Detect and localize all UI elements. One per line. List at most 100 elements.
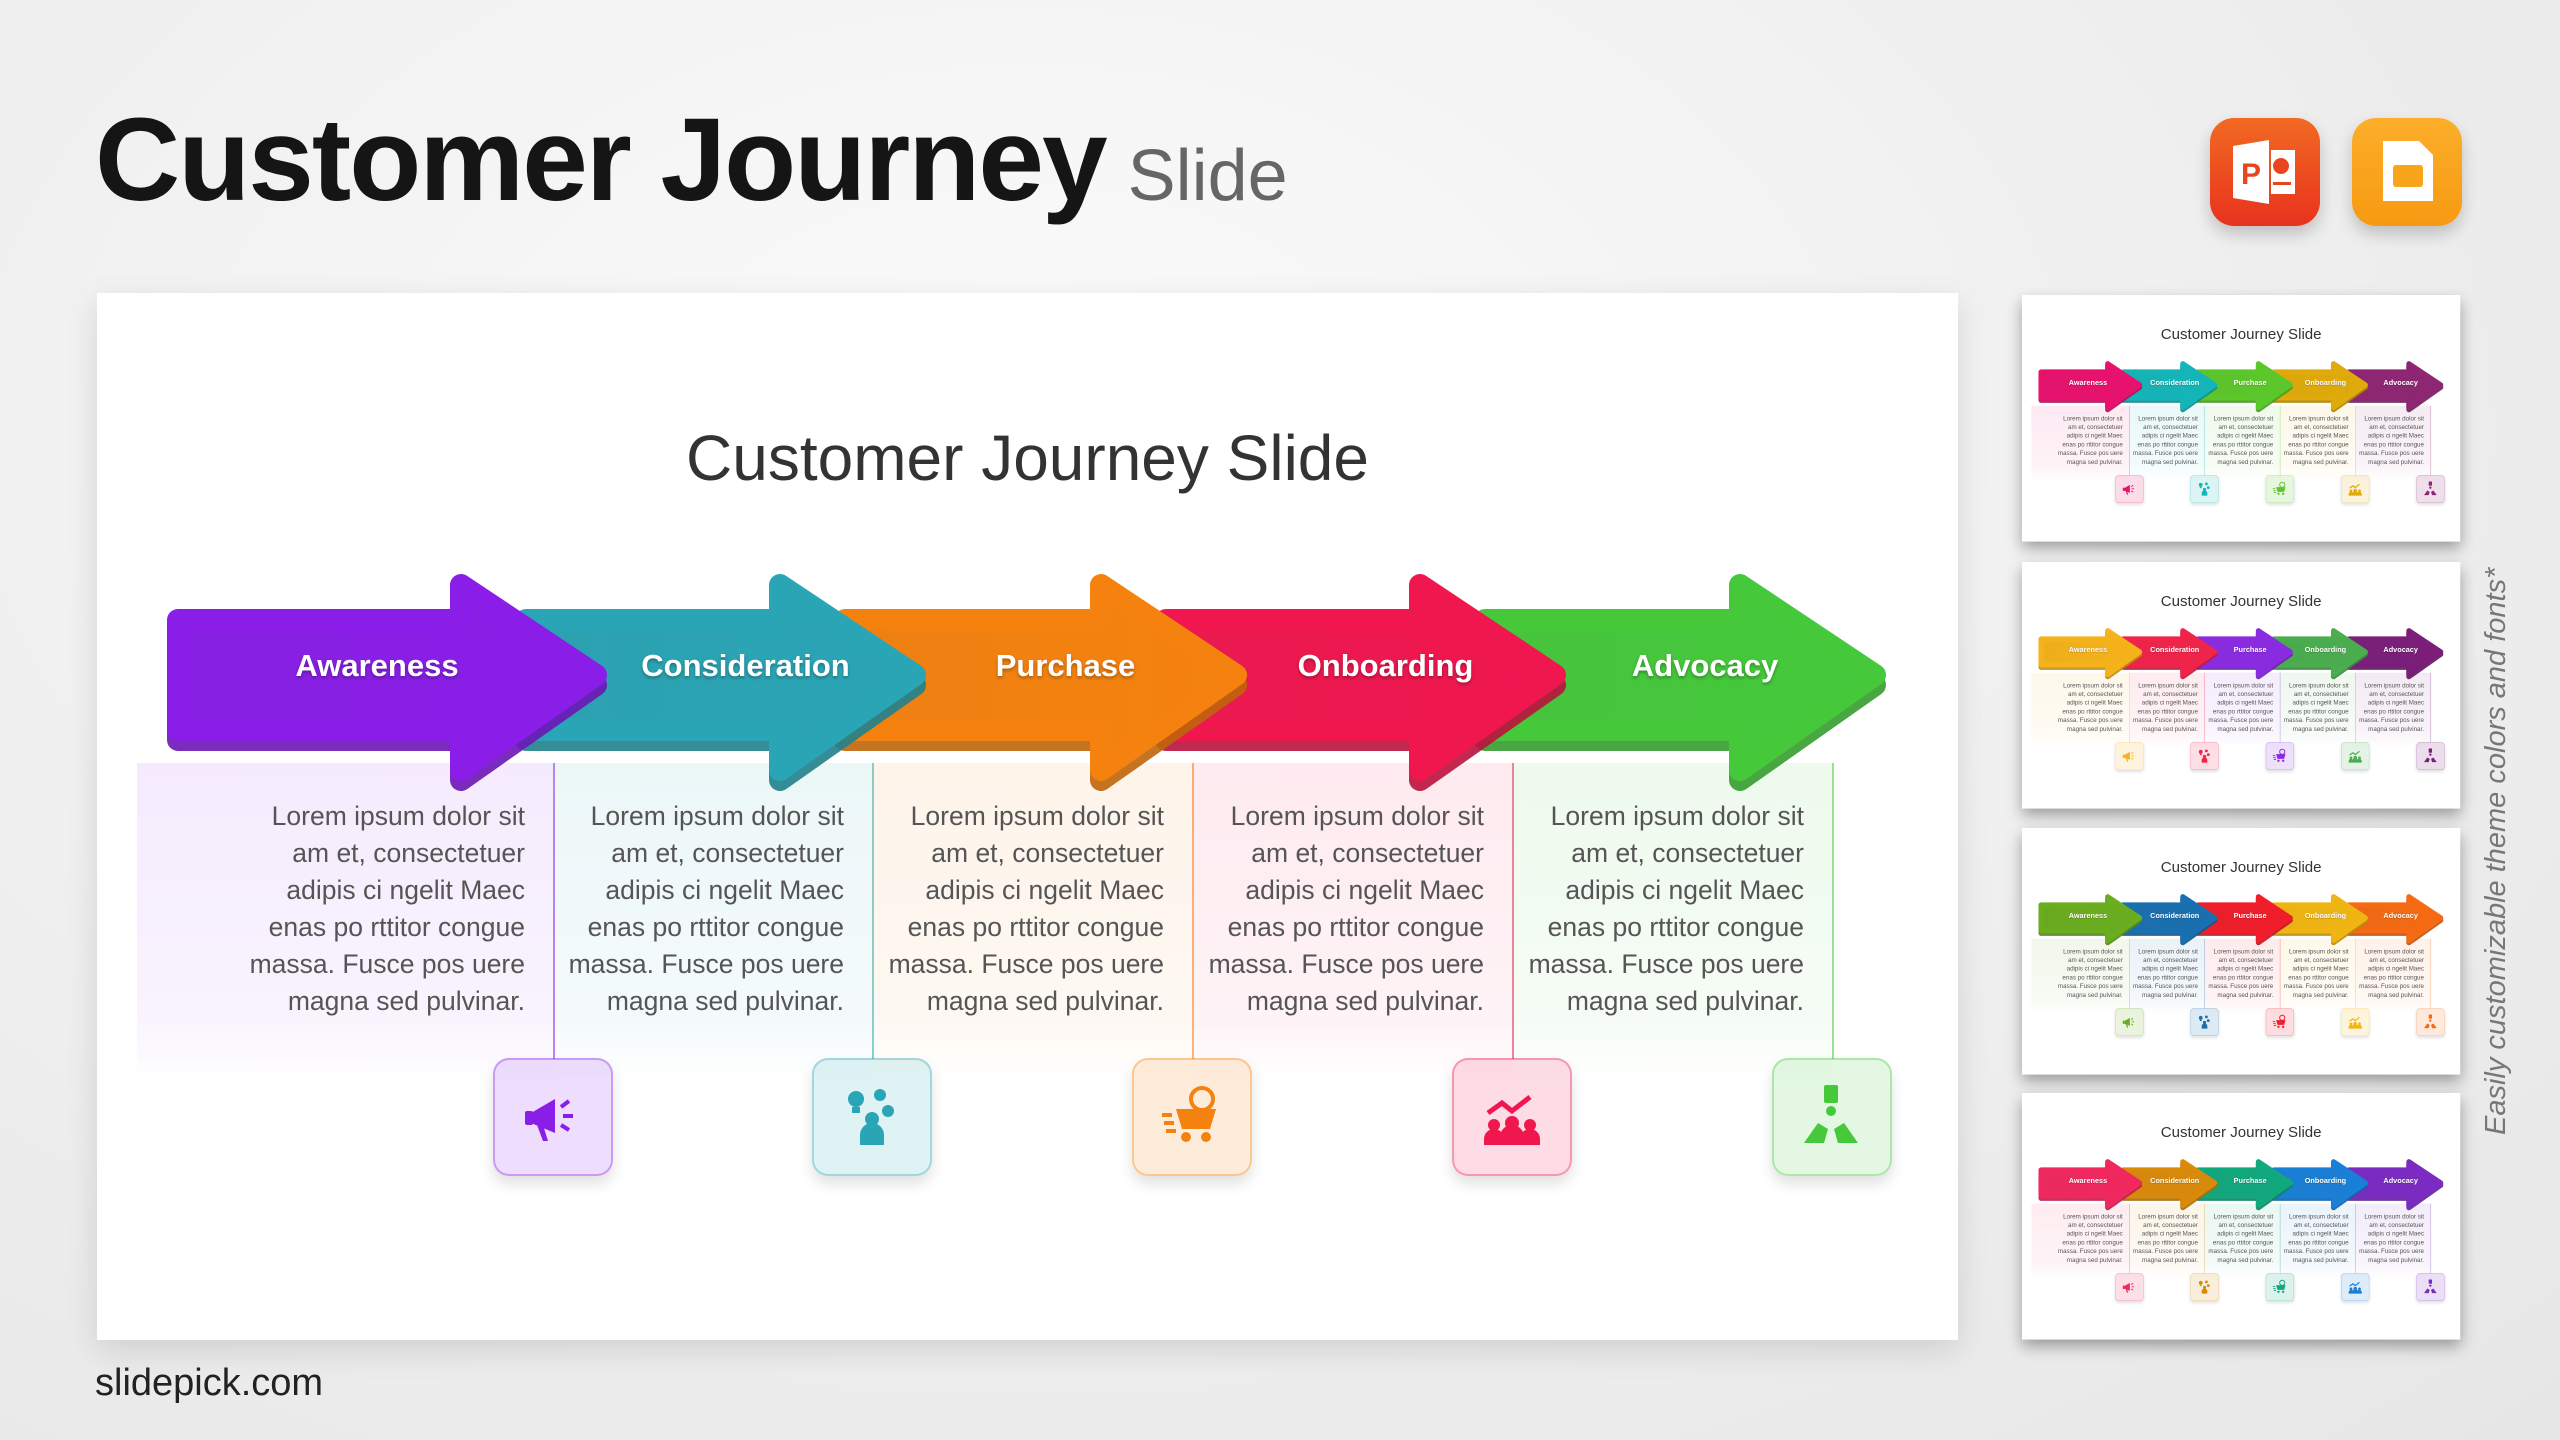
arrow-consideration (2120, 361, 2218, 413)
slide-title-bold: Customer Journey (2160, 858, 2284, 876)
column-background (2031, 1203, 2130, 1280)
arrow-advocacy (2346, 361, 2444, 413)
description-line: enas po rttitor congue (268, 912, 525, 942)
google-slides-icon[interactable] (2352, 118, 2462, 226)
description-line: Lorem ipsum dolor sit (2063, 1212, 2123, 1220)
powerpoint-icon[interactable]: P (2210, 118, 2320, 226)
description-line: massa. Fusce pos uere (2359, 716, 2424, 724)
column-background (872, 763, 1192, 1083)
arrow-body (2120, 361, 2218, 410)
description-line: massa. Fusce pos uere (2283, 449, 2349, 457)
description-line: am et, consectetuer (2143, 1221, 2198, 1229)
arrow-body (1474, 574, 1886, 781)
step-label-awareness: Awareness (2068, 1176, 2108, 1185)
slide-title: Customer Journey Slide (97, 421, 1958, 495)
arrow-body (2346, 1159, 2444, 1208)
arrow-consideration (2120, 628, 2218, 680)
step-icon-box (2115, 742, 2144, 770)
shopping-cart-clock-icon (2272, 1279, 2287, 1295)
step-icon-box (2190, 1273, 2219, 1301)
journey-arrows (2038, 628, 2444, 680)
description-line: adipis ci ngelit Maec (2367, 1230, 2424, 1238)
step-icon-box (2341, 1008, 2370, 1036)
step-label-purchase: Purchase (2233, 645, 2267, 654)
idea-question-person-icon (2197, 1014, 2212, 1030)
arrow-onboarding (2271, 361, 2368, 413)
step-label-consideration: Consideration (2150, 645, 2200, 654)
description-line: Lorem ipsum dolor sit (271, 801, 525, 831)
arrow-body (2120, 894, 2218, 943)
description-line: Lorem ipsum dolor sit (910, 801, 1164, 831)
description-line: enas po rttitor congue (1227, 912, 1484, 942)
description-line: Lorem ipsum dolor sit (2138, 414, 2198, 422)
description-line: am et, consectetuer (2369, 956, 2424, 964)
referral-people-icon (2423, 1014, 2438, 1030)
column-divider (1192, 763, 1194, 1059)
team-growth-icon (1480, 1083, 1544, 1152)
step-icon-box (812, 1058, 932, 1176)
description-line: adipis ci ngelit Maec (2292, 965, 2349, 973)
description-line: enas po rttitor congue (2212, 973, 2274, 981)
description-line: am et, consectetuer (2067, 956, 2123, 964)
description-line: am et, consectetuer (1571, 838, 1804, 868)
description-line: massa. Fusce pos uere (2057, 716, 2123, 724)
description-line: am et, consectetuer (2218, 956, 2274, 964)
arrow-onboarding (1155, 574, 1566, 791)
column-background (2355, 405, 2431, 482)
team-growth-icon (2348, 748, 2363, 764)
description-line: Lorem ipsum dolor sit (2063, 414, 2123, 422)
description-line: magna sed pulvinar. (926, 986, 1164, 1016)
description-line: magna sed pulvinar. (2217, 458, 2274, 466)
svg-text:P: P (2241, 158, 2261, 191)
description-line: magna sed pulvinar. (2368, 725, 2424, 733)
title-sub: Slide (1127, 136, 1288, 216)
description-line: massa. Fusce pos uere (2283, 716, 2349, 724)
description-line: enas po rttitor congue (2062, 1238, 2123, 1246)
description-line: massa. Fusce pos uere (2208, 1247, 2274, 1255)
slide-title: Customer Journey Slide (2022, 858, 2460, 875)
description-line: enas po rttitor congue (2137, 1238, 2198, 1246)
description-line: enas po rttitor congue (2137, 440, 2198, 448)
arrow-body (2346, 628, 2444, 677)
column-background (2279, 1203, 2356, 1280)
arrow-awareness (167, 574, 607, 791)
arrow-body (2271, 361, 2368, 410)
column-background (2355, 1203, 2431, 1280)
step-icon-box (2265, 1008, 2295, 1036)
description-line: enas po rttitor congue (2363, 440, 2424, 448)
description-line: am et, consectetuer (292, 838, 525, 868)
description-line: Lorem ipsum dolor sit (1550, 801, 1804, 831)
description-line: am et, consectetuer (2369, 1221, 2424, 1229)
title-main: Customer Journey (95, 94, 1108, 226)
arrow-body (2120, 628, 2218, 677)
arrow-consideration (2120, 1159, 2218, 1211)
description-line: am et, consectetuer (2143, 956, 2198, 964)
description-line: magna sed pulvinar. (2142, 458, 2198, 466)
arrow-onboarding (2271, 894, 2368, 946)
step-label-advocacy: Advocacy (1631, 648, 1779, 683)
slide-title: Customer Journey Slide (2022, 592, 2460, 609)
step-label-awareness: Awareness (2068, 378, 2108, 387)
step-label-purchase: Purchase (2233, 1176, 2267, 1185)
slide-title: Customer Journey Slide (2022, 325, 2460, 342)
description-line: adipis ci ngelit Maec (2217, 432, 2274, 440)
step-label-consideration: Consideration (2150, 1176, 2200, 1185)
step-icon-box (2115, 1273, 2144, 1301)
slide-title-bold: Customer Journey (2160, 592, 2284, 610)
megaphone-icon (2122, 1014, 2137, 1030)
team-growth-icon (2348, 1014, 2363, 1030)
description-line: massa. Fusce pos uere (2133, 716, 2198, 724)
journey-arrows (2038, 1159, 2444, 1211)
arrow-consideration (2120, 894, 2218, 946)
column-divider (553, 763, 555, 1059)
description-line: am et, consectetuer (2293, 1221, 2349, 1229)
step-label-purchase: Purchase (995, 648, 1136, 683)
description-line: am et, consectetuer (2218, 1221, 2274, 1229)
